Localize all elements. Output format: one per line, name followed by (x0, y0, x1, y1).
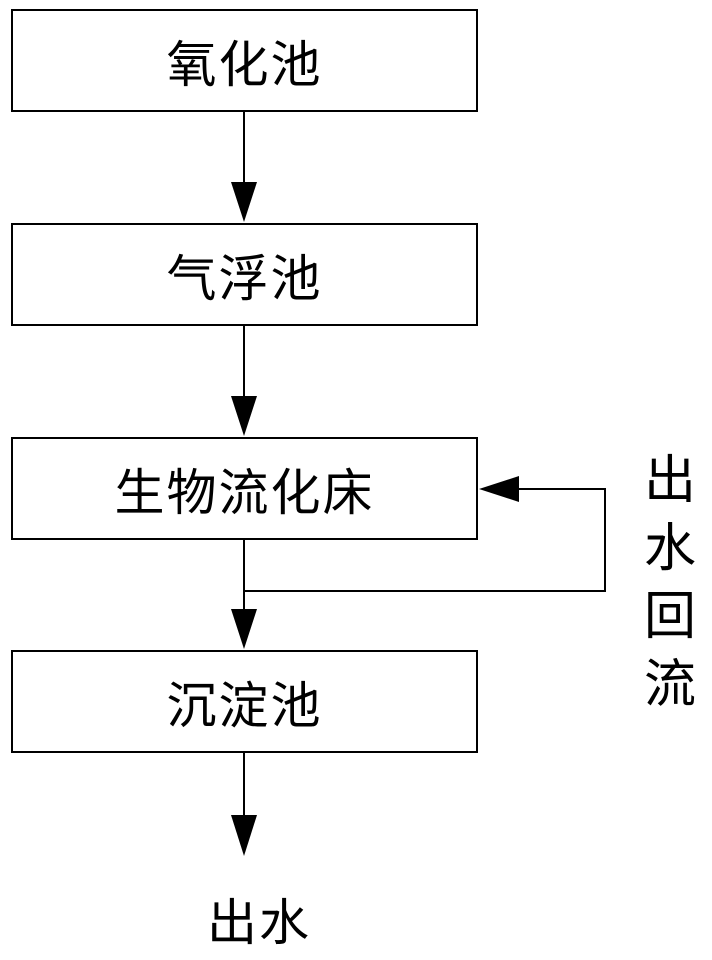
sedimentation-tank-label: 沉淀池 (166, 676, 323, 735)
arrowhead-icon (231, 815, 257, 856)
recirculation-label: 出 水 回 流 (642, 447, 698, 719)
outlet-label: 出水 (207, 894, 311, 952)
recirculation-label-char: 水 (643, 519, 696, 579)
biological-fluidized-bed-box: 生物流化床 (11, 437, 478, 540)
recirculation-label-char: 流 (643, 655, 696, 715)
recirculation-label-char: 回 (643, 587, 696, 647)
recirculation-label-char: 出 (643, 451, 696, 511)
recirculation-loop-line (244, 488, 606, 592)
arrowhead-icon (479, 476, 519, 502)
sedimentation-tank-box: 沉淀池 (11, 650, 478, 753)
arrowhead-icon (231, 396, 257, 436)
arrowhead-icon (231, 182, 257, 222)
biological-fluidized-bed-label: 生物流化床 (114, 463, 375, 522)
oxidation-tank-label: 氧化池 (166, 35, 323, 94)
air-flotation-tank-box: 气浮池 (11, 223, 478, 326)
arrowhead-icon (231, 609, 257, 649)
air-flotation-tank-label: 气浮池 (166, 249, 323, 308)
oxidation-tank-box: 氧化池 (11, 9, 478, 112)
